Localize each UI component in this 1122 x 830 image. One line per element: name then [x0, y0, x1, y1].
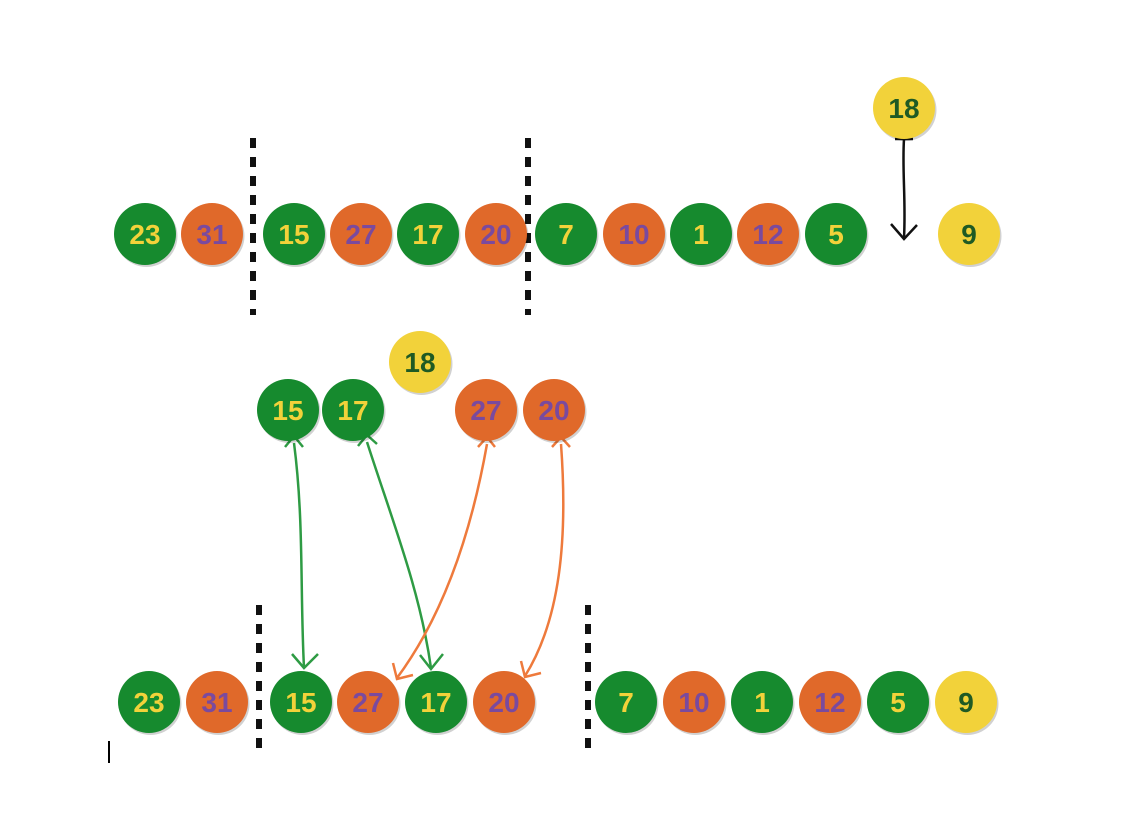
text-cursor — [108, 741, 110, 763]
bottom-node-1: 1 — [731, 671, 795, 735]
middle-node-15-circle — [257, 379, 319, 441]
top-node-7-circle — [535, 203, 597, 265]
top-node-1-label: 1 — [693, 219, 709, 250]
top-node-10: 10 — [603, 203, 667, 267]
top-node-15-circle — [263, 203, 325, 265]
top-node-17: 17 — [397, 203, 461, 267]
top-node-12: 12 — [737, 203, 801, 267]
bottom-node-7-label: 7 — [618, 687, 634, 718]
top-node-9-circle — [938, 203, 1000, 265]
bottom-node-31-circle — [186, 671, 248, 733]
bottom-node-23-circle — [118, 671, 180, 733]
top-node-27-label: 27 — [345, 219, 376, 250]
top-node-10-circle — [603, 203, 665, 265]
top-node-1-circle — [670, 203, 732, 265]
bottom-node-17: 17 — [405, 671, 469, 735]
bottom-node-5-label: 5 — [890, 687, 906, 718]
bottom-node-27-label: 27 — [352, 687, 383, 718]
top-incoming-node-18: 18 — [873, 77, 937, 141]
top-incoming-node-18-circle — [873, 77, 935, 139]
bottom-node-23-label: 23 — [133, 687, 164, 718]
middle-node-18: 18 — [389, 331, 453, 395]
top-node-31-circle — [181, 203, 243, 265]
top-node-15-label: 15 — [278, 219, 309, 250]
bottom-node-20-label: 20 — [488, 687, 519, 718]
top-node-12-circle — [737, 203, 799, 265]
bottom-node-20-circle — [473, 671, 535, 733]
bottom-node-12: 12 — [799, 671, 863, 735]
top-node-9-label: 9 — [961, 219, 977, 250]
bottom-node-17-circle — [405, 671, 467, 733]
top-incoming-node-18-label: 18 — [888, 93, 919, 124]
bottom-node-9-label: 9 — [958, 687, 974, 718]
bottom-node-12-circle — [799, 671, 861, 733]
middle-node-18-label: 18 — [404, 347, 435, 378]
bottom-node-9: 9 — [935, 671, 999, 735]
bottom-node-5-circle — [867, 671, 929, 733]
bottom-node-17-label: 17 — [420, 687, 451, 718]
bottom-node-10-label: 10 — [678, 687, 709, 718]
top-node-17-label: 17 — [412, 219, 443, 250]
bottom-node-15-circle — [270, 671, 332, 733]
bottom-node-27-circle — [337, 671, 399, 733]
top-node-7: 7 — [535, 203, 599, 267]
bottom-node-20: 20 — [473, 671, 537, 735]
middle-node-20: 20 — [523, 379, 587, 443]
top-node-15: 15 — [263, 203, 327, 267]
top-node-23-label: 23 — [129, 219, 160, 250]
middle-node-27-label: 27 — [470, 395, 501, 426]
bottom-node-23: 23 — [118, 671, 182, 735]
pivot-insert-arrow — [890, 137, 918, 241]
bottom-node-27: 27 — [337, 671, 401, 735]
top-node-23: 23 — [114, 203, 178, 267]
middle-node-15: 15 — [257, 379, 321, 443]
top-node-27-circle — [330, 203, 392, 265]
top-node-12-label: 12 — [752, 219, 783, 250]
top-node-5: 5 — [805, 203, 869, 267]
bottom-node-1-label: 1 — [754, 687, 770, 718]
top-node-1: 1 — [670, 203, 734, 267]
top-node-31-label: 31 — [196, 219, 227, 250]
bottom-node-7-circle — [595, 671, 657, 733]
swap-arrow-17 — [357, 433, 444, 672]
middle-node-15-label: 15 — [272, 395, 303, 426]
bottom-node-31-label: 31 — [201, 687, 232, 718]
swap-arrow-20 — [519, 435, 571, 679]
bottom-node-7: 7 — [595, 671, 659, 735]
top-node-5-label: 5 — [828, 219, 844, 250]
top-node-27: 27 — [330, 203, 394, 267]
top-node-9: 9 — [938, 203, 1002, 267]
bottom-node-31: 31 — [186, 671, 250, 735]
middle-node-27-circle — [455, 379, 517, 441]
middle-node-27: 27 — [455, 379, 519, 443]
top-node-20-circle — [465, 203, 527, 265]
bottom-node-15-label: 15 — [285, 687, 316, 718]
bottom-node-5: 5 — [867, 671, 931, 735]
top-node-23-circle — [114, 203, 176, 265]
middle-node-20-circle — [523, 379, 585, 441]
bottom-node-9-circle — [935, 671, 997, 733]
bottom-node-1-circle — [731, 671, 793, 733]
top-node-10-label: 10 — [618, 219, 649, 250]
middle-node-18-circle — [389, 331, 451, 393]
bottom-node-10-circle — [663, 671, 725, 733]
middle-node-17-circle — [322, 379, 384, 441]
middle-node-17-label: 17 — [337, 395, 368, 426]
swap-arrow-15 — [284, 434, 319, 670]
top-node-20: 20 — [465, 203, 529, 267]
swap-arrow-27 — [391, 435, 496, 681]
top-node-31: 31 — [181, 203, 245, 267]
top-node-17-circle — [397, 203, 459, 265]
top-node-20-label: 20 — [480, 219, 511, 250]
top-node-5-circle — [805, 203, 867, 265]
middle-node-17: 17 — [322, 379, 386, 443]
bottom-node-12-label: 12 — [814, 687, 845, 718]
middle-node-20-label: 20 — [538, 395, 569, 426]
top-node-7-label: 7 — [558, 219, 574, 250]
bottom-node-15: 15 — [270, 671, 334, 735]
bottom-node-10: 10 — [663, 671, 727, 735]
